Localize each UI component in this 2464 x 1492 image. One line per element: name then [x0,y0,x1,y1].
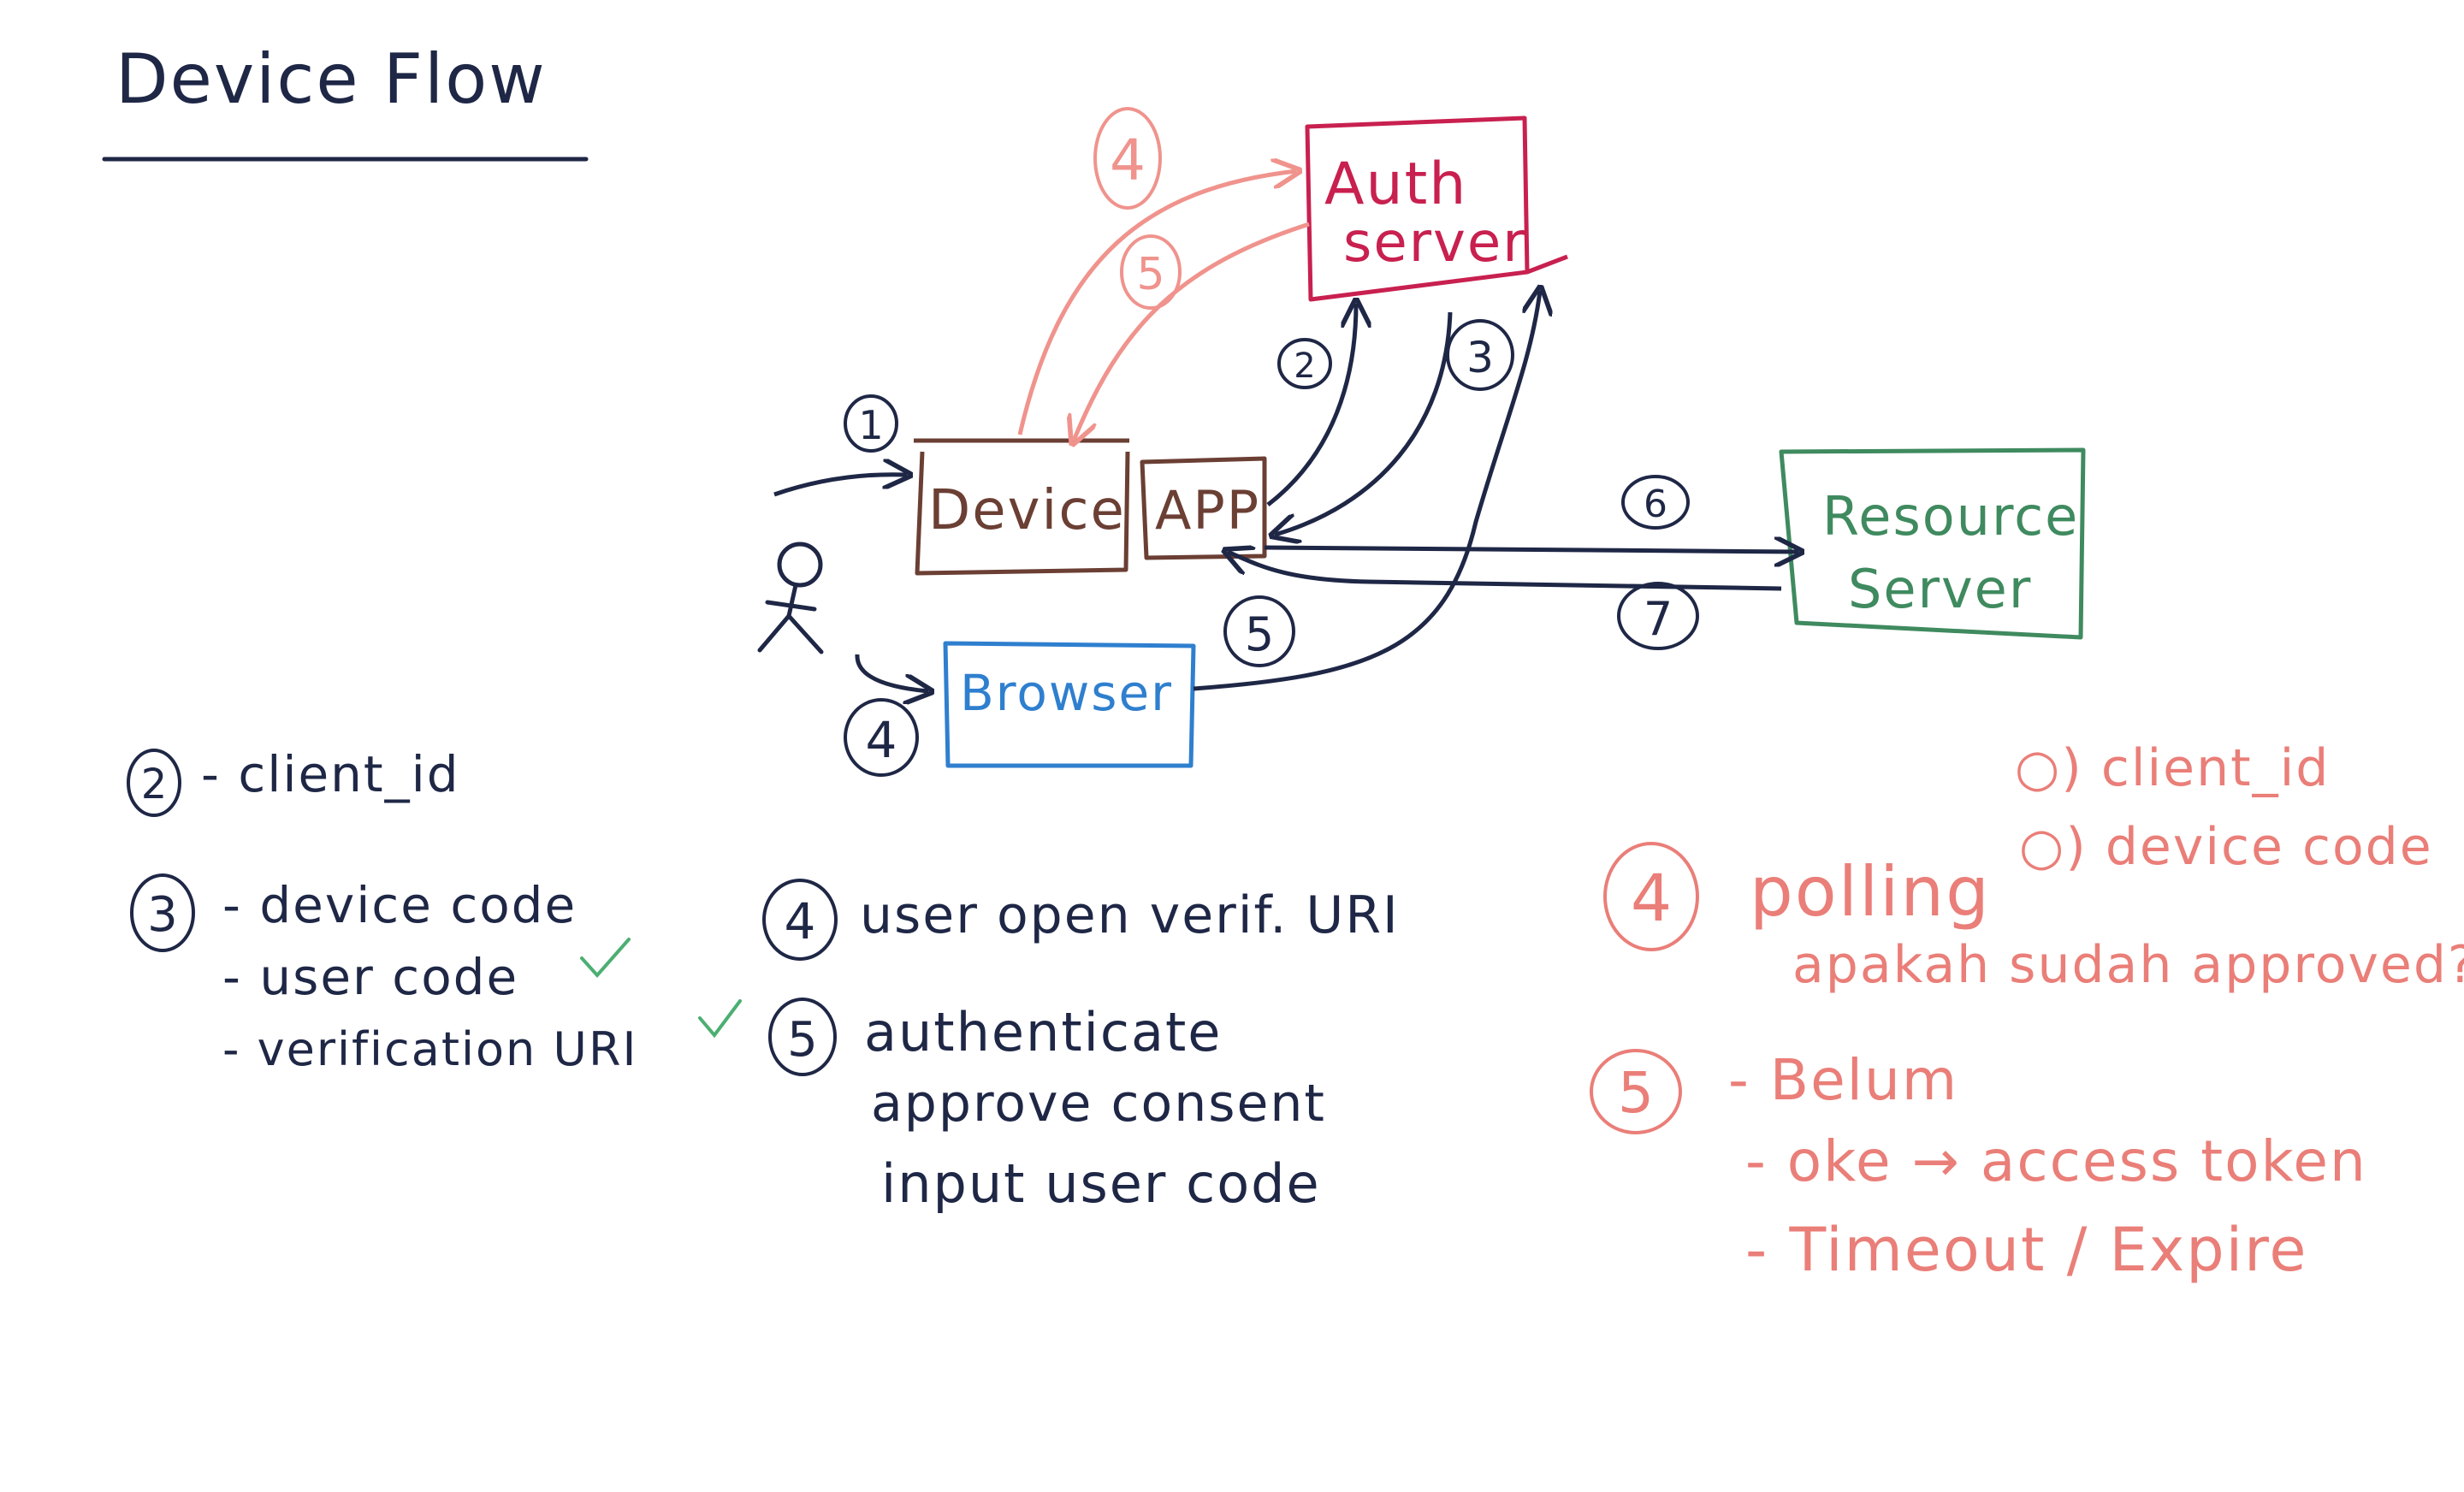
svg-text:apakah sudah approved?: apakah sudah approved? [1792,935,2464,995]
note-3-codes: 3 - device code - user code - verificati… [130,873,742,1076]
svg-text:authenticate: authenticate [864,1001,1222,1063]
svg-text:polling: polling [1750,852,1991,932]
arrow-app-to-resource [1264,548,1798,552]
svg-text:- verification URI: - verification URI [222,1022,637,1076]
app-node: APP [1140,456,1267,560]
svg-text:- user code: - user code [222,948,518,1006]
step-badge-2: 2 [1277,338,1332,389]
svg-text:5: 5 [1245,607,1274,661]
page-title: Device Flow [116,39,547,119]
svg-text:approve consent: approve consent [871,1074,1326,1134]
arrow-device-to-auth [1017,171,1296,435]
step-badge-3: 3 [1446,319,1514,391]
svg-text:5: 5 [1618,1060,1654,1126]
auth-server-label-line2: server [1343,211,1527,275]
svg-text:6: 6 [1644,483,1667,526]
svg-text:3: 3 [1466,333,1494,382]
arrow-auth-to-device [1074,222,1310,441]
arrow-app-to-auth [1266,304,1356,506]
device-node: Device [914,438,1130,576]
svg-text:4: 4 [1110,127,1146,193]
arrow-browser-to-auth [1193,291,1540,691]
browser-node: Browser [943,641,1196,768]
svg-text:○) device code: ○) device code [2019,817,2433,877]
note-2-client-id: 2 - client_id [127,745,460,817]
svg-text:4: 4 [866,711,897,769]
resource-server-node: Resource Server [1779,447,2086,640]
svg-text:5: 5 [1136,249,1164,300]
svg-text:user open verif. URI: user open verif. URI [860,885,1400,945]
svg-text:2: 2 [141,761,168,808]
svg-text:input user code: input user code [881,1152,1321,1215]
device-label: Device [928,479,1126,542]
svg-text:- Belum: - Belum [1728,1047,1958,1113]
svg-text:2: 2 [1294,346,1315,386]
auth-server-label-line1: Auth [1324,151,1467,218]
arrow-auth-to-app [1275,311,1453,535]
resource-server-label-line1: Resource [1822,485,2079,548]
step-badge-6: 6 [1621,475,1690,530]
step-badge-4-top: 4 [1093,107,1162,210]
note-polling-result: 5 - Belum - oke → access token - Timeout… [1590,1047,2367,1285]
app-label: APP [1155,479,1260,542]
svg-text:1: 1 [858,402,883,448]
arrow-resource-to-app [1228,552,1782,591]
note-5-authenticate: 5 authenticate approve consent input use… [768,998,1326,1215]
note-4-open-uri: 4 user open verif. URI [762,879,1400,961]
checkmark-icon [698,999,742,1039]
step-badge-4-browser: 4 [844,698,919,777]
step-badge-1: 1 [844,394,898,453]
auth-server-node: Auth server [1305,115,1568,302]
user-figure-icon [757,542,824,654]
svg-text:7: 7 [1644,592,1673,646]
arrow-user-to-device [773,475,907,497]
svg-text:- Timeout / Expire: - Timeout / Expire [1745,1215,2307,1285]
step-badge-5-top: 5 [1120,234,1182,310]
note-polling: 4 polling ○) client_id ○) device code ap… [1603,738,2464,995]
svg-text:- oke → access token: - oke → access token [1745,1128,2367,1194]
svg-text:5: 5 [787,1012,818,1068]
step-badge-7: 7 [1617,582,1699,650]
arrow-user-to-browser [855,654,928,691]
svg-text:4: 4 [1631,860,1672,936]
step-badge-5-browser: 5 [1223,595,1295,667]
svg-text:- client_id: - client_id [201,745,460,803]
resource-server-label-line2: Server [1848,558,2032,620]
svg-text:4: 4 [785,892,816,950]
browser-label: Browser [960,664,1173,722]
svg-text:○) client_id: ○) client_id [2015,738,2330,798]
checkmark-icon [580,938,631,979]
svg-text:3: 3 [147,887,178,943]
svg-text:- device code: - device code [222,876,577,934]
